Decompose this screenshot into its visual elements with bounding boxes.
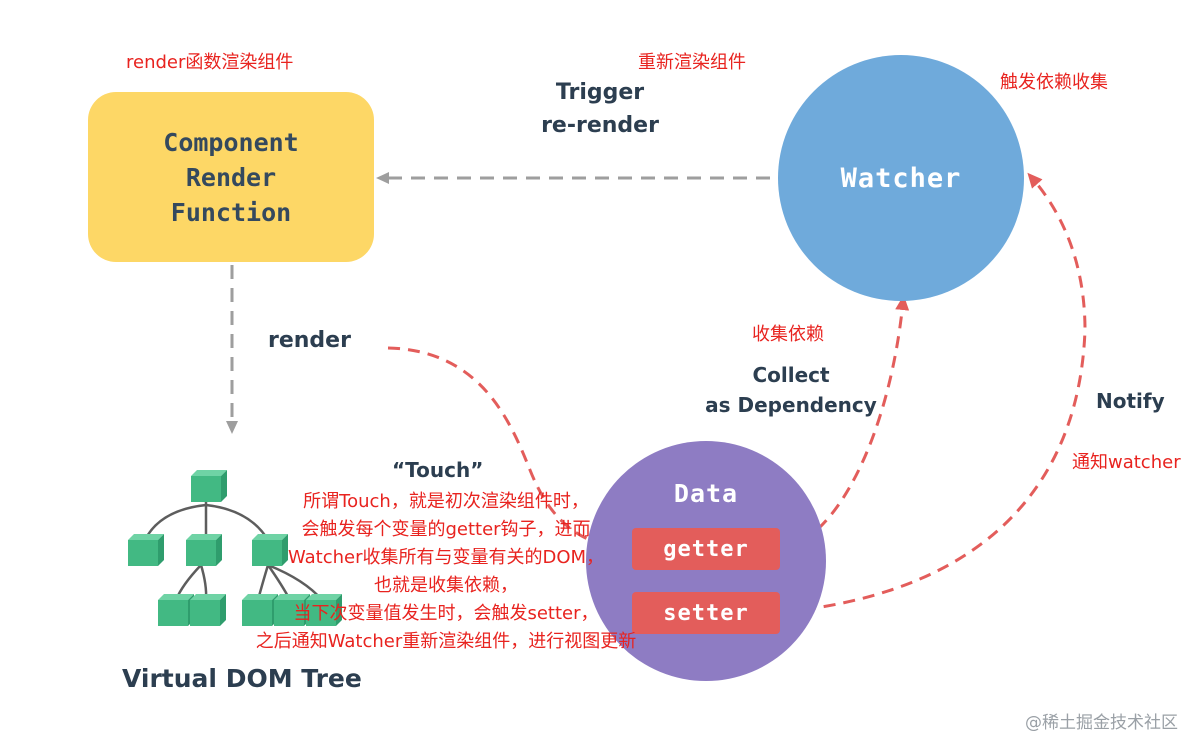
component-line1: Component xyxy=(163,127,299,157)
touch-explanation-line: Watcher收集所有与变量有关的DOM， xyxy=(287,547,605,568)
touch-explanation-line: 当下次变量值发生时，会触发setter， xyxy=(293,603,599,624)
render-label: render xyxy=(268,328,351,353)
touch-explanation-line: 所谓Touch，就是初次渲染组件时， xyxy=(303,491,589,512)
note-notify-watcher: 通知watcher xyxy=(1072,452,1181,473)
vdom-node-root xyxy=(191,470,227,502)
vdom-tree-nodes xyxy=(128,470,342,626)
data-title: Data xyxy=(673,479,739,508)
touch-arrow xyxy=(387,346,635,556)
watcher-node: Watcher xyxy=(778,55,1024,301)
component-line2: Render xyxy=(185,162,277,192)
watcher-title: Watcher xyxy=(840,162,962,194)
touch-explanation-line: 也就是收集依赖， xyxy=(374,575,518,596)
notify-label: Notify xyxy=(1096,389,1165,413)
getter-pill: getter xyxy=(632,528,780,570)
note-render-function: render函数渲染组件 xyxy=(126,52,294,73)
collect-dependency-label: Collect as Dependency xyxy=(700,360,882,420)
vdom-node-l2-e xyxy=(306,594,342,626)
vdom-node-l1-a xyxy=(128,534,164,566)
setter-pill: setter xyxy=(632,592,780,634)
component-render-function-box: Component Render Function xyxy=(88,92,374,262)
vdom-node-l2-a xyxy=(158,594,194,626)
touch-explanation-line: 会触发每个变量的getter钩子，进而 xyxy=(301,519,591,540)
vdom-node-l1-b xyxy=(186,534,222,566)
virtual-dom-tree-label: Virtual DOM Tree xyxy=(122,664,362,693)
touch-explanation: 所谓Touch，就是初次渲染组件时， 会触发每个变量的getter钩子，进而 W… xyxy=(198,488,694,656)
collect-label-line2: as Dependency xyxy=(705,393,877,417)
note-trigger-collect: 触发依赖收集 xyxy=(1000,72,1108,93)
note-collect-dependency: 收集依赖 xyxy=(752,324,824,345)
trigger-label-line2: re-render xyxy=(541,113,659,138)
touch-explanation-line: 之后通知Watcher重新渲染组件，进行视图更新 xyxy=(255,631,637,652)
touch-label: “Touch” xyxy=(392,458,484,482)
watermark: @稀土掘金技术社区 xyxy=(1025,713,1178,733)
component-line3: Function xyxy=(170,197,292,227)
notify-arrow xyxy=(783,172,1087,614)
vdom-node-l2-b xyxy=(190,594,226,626)
trigger-rerender-label: Trigger re-render xyxy=(520,76,680,142)
vdom-node-l1-c xyxy=(252,534,288,566)
note-rerender: 重新渲染组件 xyxy=(638,52,746,73)
trigger-label-line1: Trigger xyxy=(555,80,645,105)
collect-label-line1: Collect xyxy=(752,363,830,387)
